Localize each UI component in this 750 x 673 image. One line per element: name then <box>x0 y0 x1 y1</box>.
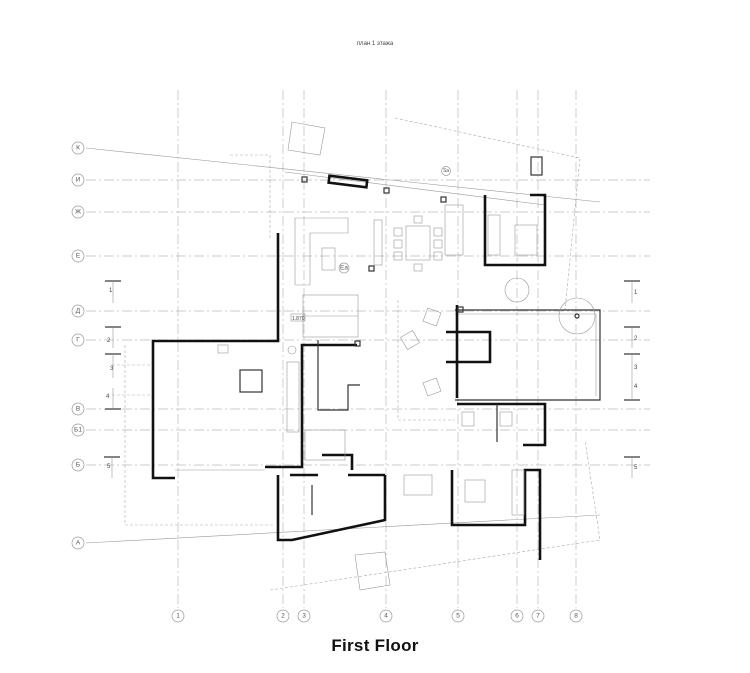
column-grid-lines <box>177 90 577 608</box>
section-mark: 5 <box>107 464 111 470</box>
section-mark: 3 <box>110 366 114 372</box>
terrace-rails <box>284 171 601 401</box>
row-label: И <box>76 177 81 184</box>
drawing-title: First Floor <box>331 636 419 655</box>
row-label: Б <box>76 462 80 469</box>
section-mark: 4 <box>106 394 110 400</box>
column-label: 7 <box>536 613 540 620</box>
section-mark: 3 <box>634 365 638 371</box>
row-label: Г <box>76 337 80 344</box>
section-mark: 1 <box>109 288 113 294</box>
section-mark: 1 <box>634 290 638 296</box>
row-label: В <box>76 406 80 413</box>
row-label: А <box>76 540 81 547</box>
row-label: Ж <box>75 209 81 216</box>
section-mark: 2 <box>107 338 111 344</box>
column-label: 6 <box>515 613 519 620</box>
elevation-mark: 1.870 <box>292 316 305 322</box>
tag-b: Sa <box>443 168 449 174</box>
column-label: 1 <box>176 613 180 620</box>
row-label: Д <box>76 308 81 315</box>
section-mark: 5 <box>634 465 638 471</box>
column-label: 5 <box>456 613 460 620</box>
row-grid-bubbles: К И Ж Е Д Г В Б1 Б А <box>71 141 85 550</box>
drawing-subtitle: план 1 этажа <box>356 41 394 47</box>
furniture <box>294 204 538 516</box>
section-mark: 2 <box>634 336 638 342</box>
row-label: К <box>76 145 80 152</box>
annotations: Ea Sa 1.870 <box>290 166 451 322</box>
column-label: 4 <box>384 613 388 620</box>
column-label: 3 <box>302 613 306 620</box>
structural-columns <box>217 176 464 393</box>
column-label: 8 <box>574 613 578 620</box>
roof-outline <box>112 117 601 591</box>
column-label: 2 <box>281 613 285 620</box>
column-grid-bubbles: 1 2 3 4 5 6 7 8 <box>171 609 583 623</box>
section-markers-right: 1 2 3 4 5 <box>624 280 640 478</box>
row-grid-lines <box>85 147 650 544</box>
section-mark: 4 <box>634 384 638 390</box>
walls <box>151 156 547 560</box>
section-markers-left: 1 2 3 4 5 <box>104 280 121 478</box>
row-label: Е <box>76 253 81 260</box>
row-label: Б1 <box>74 427 82 434</box>
stairs <box>286 121 596 591</box>
tag-a: Ea <box>340 265 348 272</box>
